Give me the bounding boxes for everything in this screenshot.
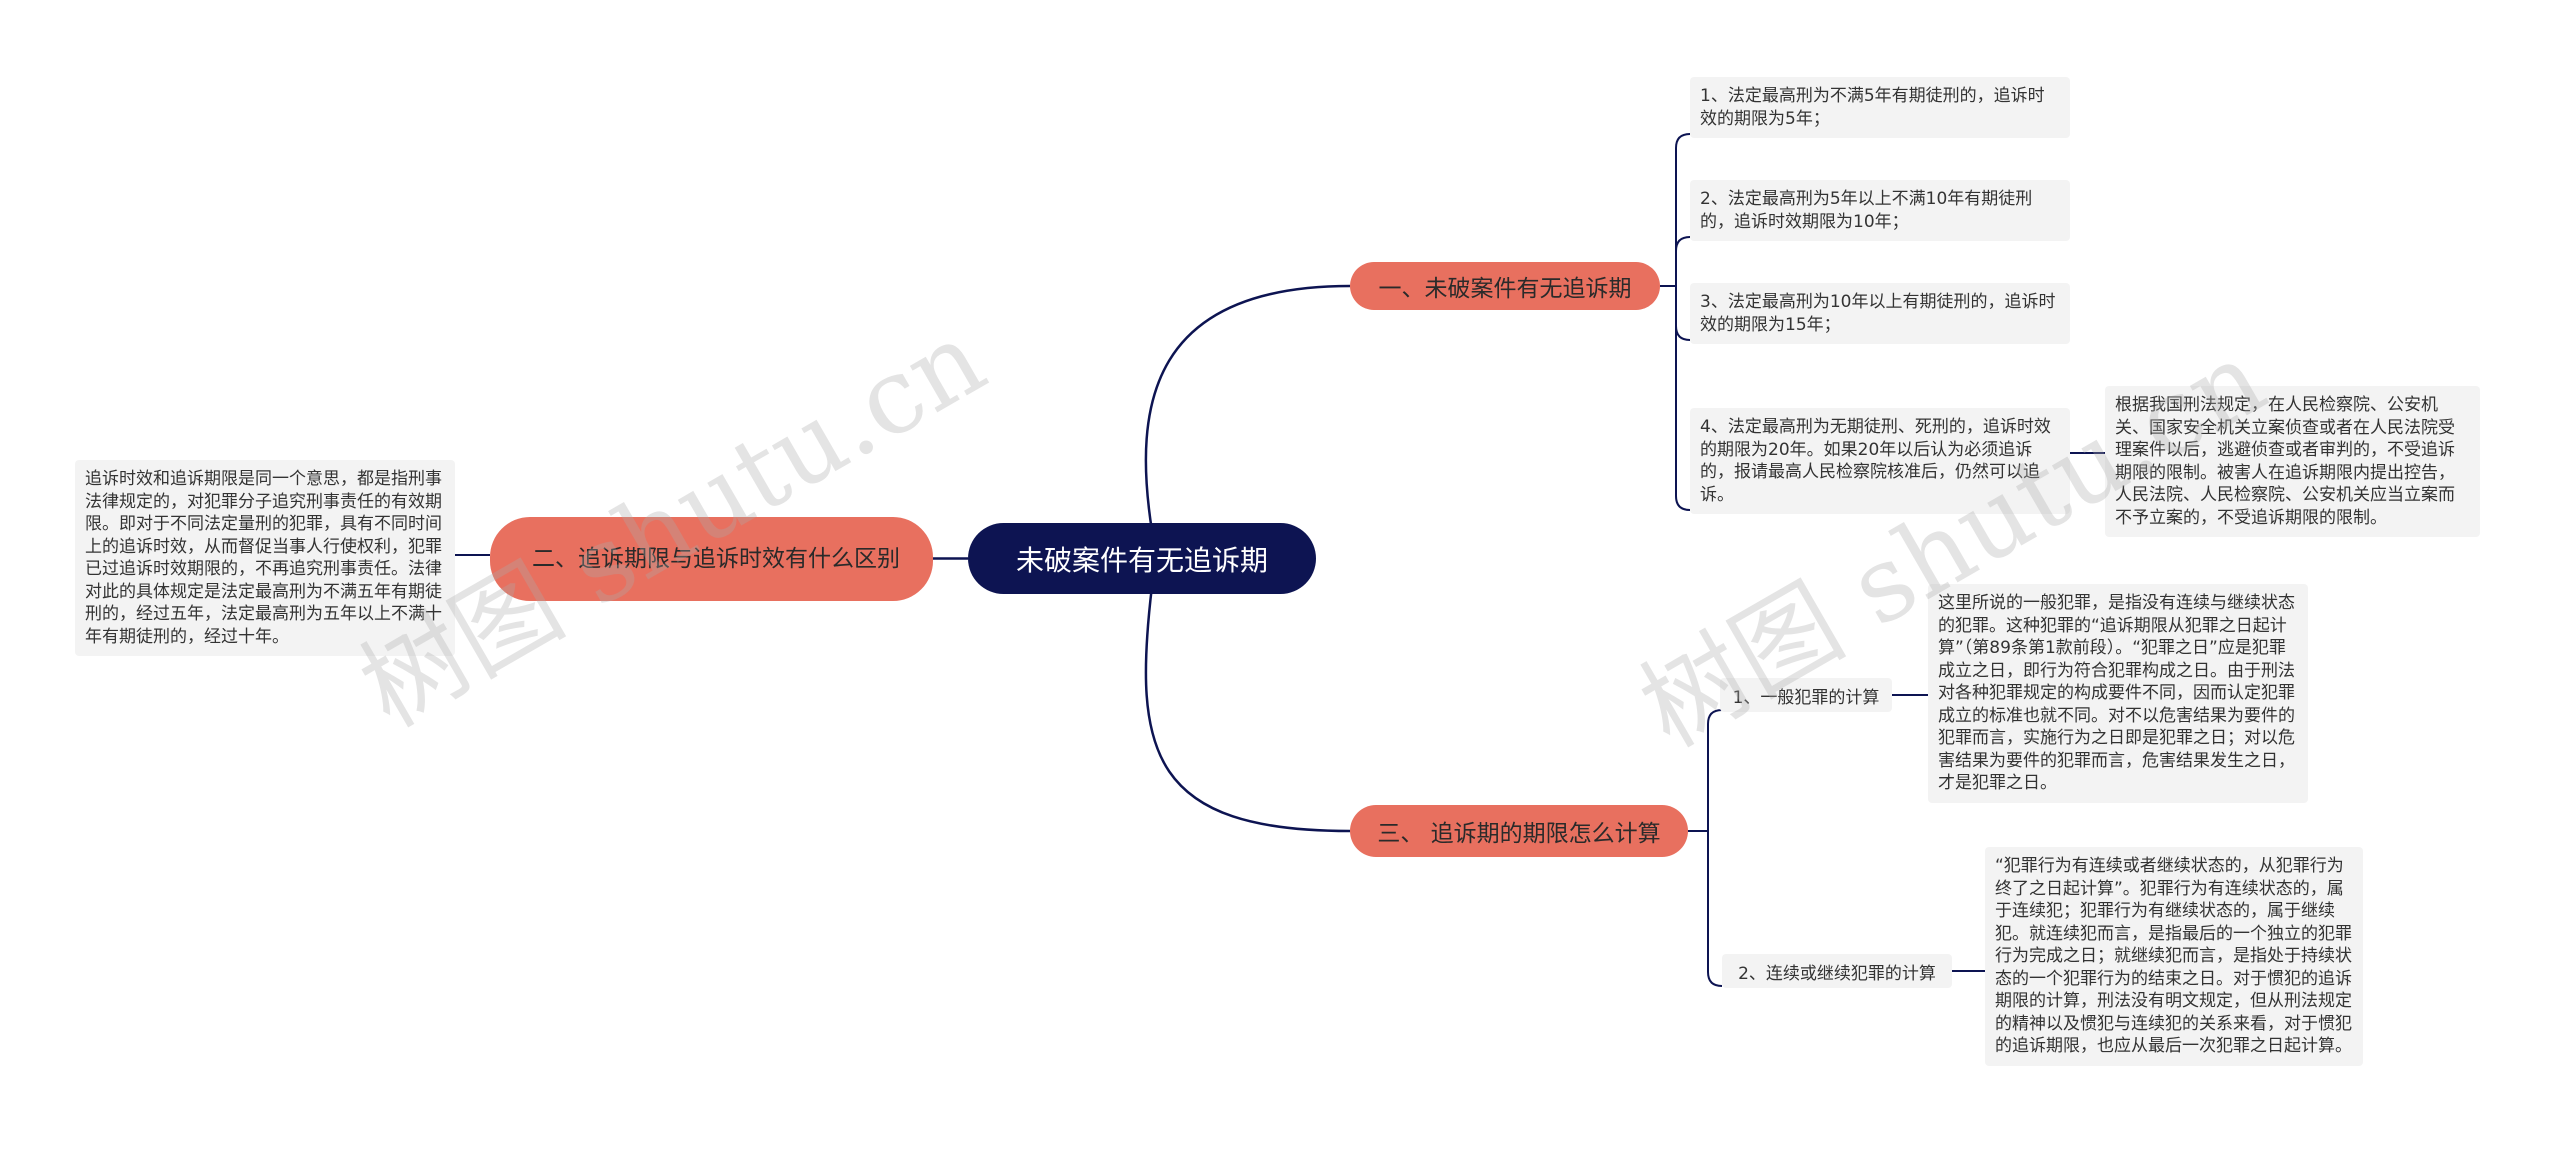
branch-label-1: 一、未破案件有无追诉期 [1378,276,1632,302]
edge-root-b3 [1144,585,1351,833]
sub-b3-2[interactable]: 2、连续或继续犯罪的计算 [1722,954,1952,988]
edge-root-b1 [1144,284,1351,532]
edge-b1-3 [1675,286,1691,511]
leaf-b1-3: 3、法定最高刑为10年以上有期徒刑的，追诉时效的期限为15年； [1690,283,2070,344]
root-node[interactable]: 未破案件有无追诉期 [968,523,1316,594]
branch-node-1[interactable]: 一、未破案件有无追诉期 [1350,262,1660,310]
leaf-b2-1: 追诉时效和追诉期限是同一个意思，都是指刑事法律规定的，对犯罪分子追究刑事责任的有… [75,460,455,656]
leaf-b3-1-note: 这里所说的一般犯罪，是指没有连续与继续状态的犯罪。这种犯罪的“追诉期限从犯罪之日… [1928,584,2308,803]
edge-b1-2 [1675,286,1691,341]
leaf-b1-2: 2、法定最高刑为5年以上不满10年有期徒刑的，追诉时效期限为10年； [1690,180,2070,241]
leaf-b1-4: 4、法定最高刑为无期徒刑、死刑的，追诉时效的期限为20年。如果20年以后认为必须… [1690,408,2070,514]
leaf-b3-2-note: “犯罪行为有连续或者继续状态的，从犯罪行为终了之日起计算”。犯罪行为有连续状态的… [1985,847,2363,1066]
edge-b1-1 [1675,236,1691,286]
leaf-b1-1: 1、法定最高刑为不满5年有期徒刑的，追诉时效的期限为5年； [1690,77,2070,138]
root-label: 未破案件有无追诉期 [1015,543,1268,577]
branch-label-3: 三、 追诉期的期限怎么计算 [1377,821,1661,847]
edge-b1-0 [1675,133,1691,286]
branch-node-3[interactable]: 三、 追诉期的期限怎么计算 [1350,805,1688,857]
branch-node-2[interactable]: 二、追诉期限与追诉时效有什么区别 [490,517,933,601]
sub-b3-1[interactable]: 1、一般犯罪的计算 [1720,678,1892,712]
edge-b3-0 [1707,709,1723,831]
leaf-b1-4-note: 根据我国刑法规定，在人民检察院、公安机关、国家安全机关立案侦查或者在人民法院受理… [2105,386,2480,537]
edge-b3-1 [1707,831,1723,987]
branch-label-2: 二、追诉期限与追诉时效有什么区别 [532,546,900,572]
